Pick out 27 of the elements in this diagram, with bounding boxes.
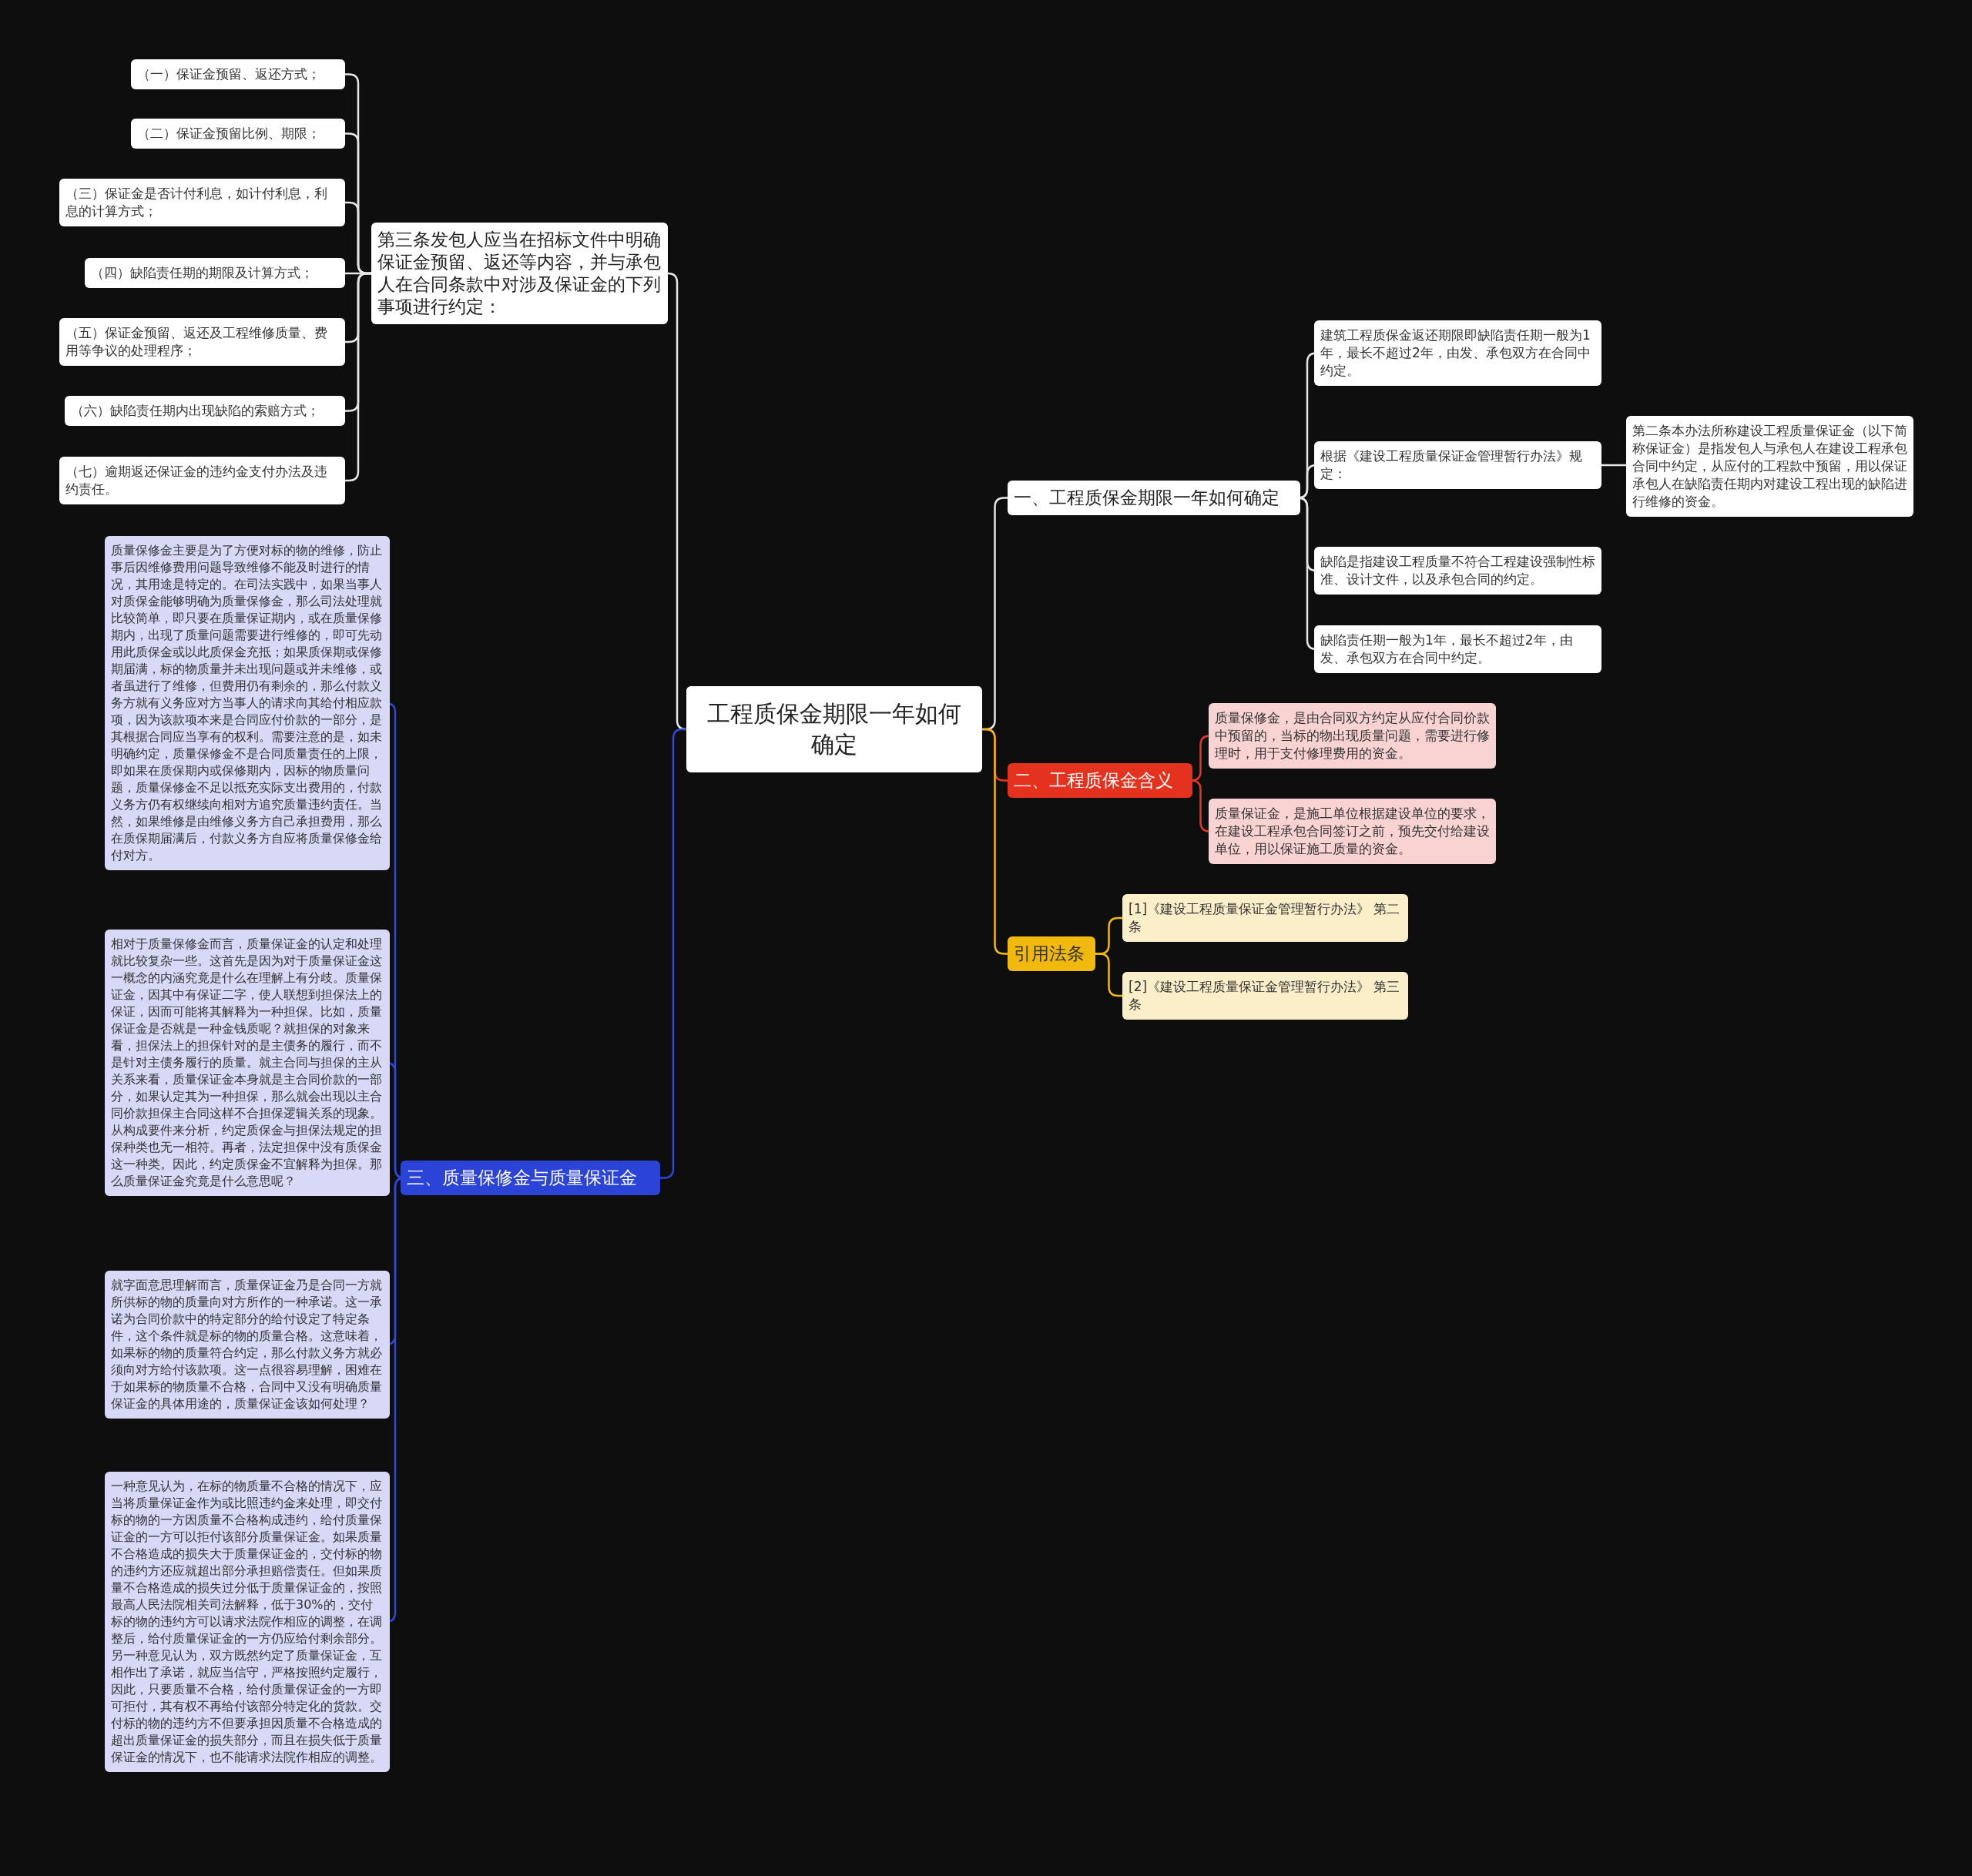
subtopic-box: （四）缺陷责任期的期限及计算方式； [85, 258, 345, 288]
subtopic-box: 缺陷是指建设工程质量不符合工程建设强制性标准、设计文件，以及承包合同的约定。 [1314, 547, 1601, 595]
subtopic-box: [2]《建设工程质量保证金管理暂行办法》 第三条 [1122, 972, 1408, 1020]
subtopic-box: （六）缺陷责任期内出现缺陷的索赔方式； [65, 396, 345, 426]
topic-box: 二、工程质保金含义 [1008, 763, 1192, 798]
subtopic-box: 相对于质量保修金而言，质量保证金的认定和处理就比较复杂一些。这首先是因为对于质量保证金这一概念的内涵究竟是什么在理解上有分歧。质量保证金，因其中有保证二字，使人联想到担保法上的保证，因而可能将其解释为一种担保。比如，质量保证金是否就是一种金钱质呢？就担保的对象来看，担保法上的担保针对的是主债务的履行，而不是针对主债务履行的质量。就主合同与担保的主从关系来看，质量保证金本身就是主合同价款的一部分，如果认定其为一种担保，那么就会出现以主合同价款担保主合同这样不合担保逻辑关系的现象。从构成要件来分析，约定质保金与担保法规定的担保种类也无一相符。再者，法定担保中没有质保金这一种类。因此，约定质保金不宜解释为担保。那么质量保证金究竟是什么意思呢？ [105, 930, 390, 1196]
subtopic-box: [1]《建设工程质量保证金管理暂行办法》 第二条 [1122, 894, 1408, 942]
topic-box: 三、质量保修金与质量保证金 [401, 1161, 660, 1195]
subtopic-box: （一）保证金预留、返还方式； [131, 59, 345, 89]
subtopic-box: 根据《建设工程质量保证金管理暂行办法》规定： [1314, 441, 1601, 489]
subtopic-box: 就字面意思理解而言，质量保证金乃是合同一方就所供标的物的质量向对方所作的一种承诺。这一承诺为合同价款中的特定部分的给付设定了特定条件，这个条件就是标的物的质量合格。这意味着，如果标的物的质量符合约定，那么付款义务方就必须向对方给付该款项。这一点很容易理解，困难在于如果标的物质量不合格，合同中又没有明确质量保证金的具体用途的，质量保证金该如何处理？ [105, 1271, 390, 1419]
topic-box: 第三条发包人应当在招标文件中明确保证金预留、返还等内容，并与承包人在合同条款中对涉及保证金的下列事项进行约定： [371, 223, 668, 324]
subtopic-box: 第二条本办法所称建设工程质量保证金（以下简称保证金）是指发包人与承包人在建设工程承包合同中约定，从应付的工程款中预留，用以保证承包人在缺陷责任期内对建设工程出现的缺陷进行维修的资金。 [1626, 416, 1913, 517]
subtopic-box: 建筑工程质保金返还期限即缺陷责任期一般为1年，最长不超过2年，由发、承包双方在合同中约定。 [1314, 320, 1601, 386]
subtopic-box: （七）逾期返还保证金的违约金支付办法及违约责任。 [59, 457, 345, 504]
subtopic-box: （五）保证金预留、返还及工程维修质量、费用等争议的处理程序； [59, 318, 345, 366]
subtopic-box: （二）保证金预留比例、期限； [131, 119, 345, 149]
subtopic-box: 一种意见认为，在标的物质量不合格的情况下，应当将质量保证金作为或比照违约金来处理，即交付标的物的一方因质量不合格构成违约，给付质量保证金的一方可以拒付该部分质量保证金。如果质量不合格造成的损失大于质量保证金的，交付标的物的违约方还应就超出部分承担赔偿责任。但如果质量不合格造成的损失过分低于质量保证金的，按照最高人民法院相关司法解释，低于30%的，交付标的物的违约方可以请求法院作相应的调整，在调整后，给付质量保证金的一方仍应给付剩余部分。另一种意见认为，双方既然约定了质量保证金，互相作出了承诺，就应当信守，严格按照约定履行，因此，只要质量不合格，给付质量保证金的一方即可拒付，其有权不再给付该部分特定化的货款。交付标的物的违约方不但要承担因质量不合格造成的超出质量保证金的损失部分，而且在损失低于质量保证金的情况下，也不能请求法院作相应的调整。 [105, 1472, 390, 1772]
subtopic-box: 缺陷责任期一般为1年，最长不超过2年，由发、承包双方在合同中约定。 [1314, 625, 1601, 673]
subtopic-box: 质量保修金，是由合同双方约定从应付合同价款中预留的，当标的物出现质量问题，需要进行修理时，用于支付修理费用的资金。 [1209, 703, 1496, 769]
subtopic-box: 质量保证金，是施工单位根据建设单位的要求，在建设工程承包合同签订之前，预先交付给建设单位，用以保证施工质量的资金。 [1209, 799, 1496, 864]
topic-box: 一、工程质保金期限一年如何确定 [1008, 481, 1300, 515]
subtopic-box: 质量保修金主要是为了方便对标的物的维修，防止事后因维修费用问题导致维修不能及时进行的情况，其用途是特定的。在司法实践中，如果当事人对质保金能够明确为质量保修金，那么司法处理就比较简单，即只要在质量保证期内，或在质量保修期内，出现了质量问题需要进行维修的，即可先动用此质保金或以此质保金充抵；如果质保期或保修期届满，标的物质量并未出现问题或并未维修，或者虽进行了维修，但费用仍有剩余的，那么付款义务方就有义务应对方当事人的请求向其给付相应款项，因为该款项本来是合同应付价款的一部分，是其根据合同应当享有的权利。需要注意的是，如未明确约定，质量保修金不是合同质量责任的上限，即如果在质保期内或保修期内，因标的物质量问题，质量保修金不足以抵充实际支出费用的，付款义务方仍有权继续向相对方追究质量违约责任。当然，如果维修是由维修义务方自己承担费用，那么在质保期届满后，付款义务方自应将质量保修金给付对方。 [105, 536, 390, 870]
subtopic-box: （三）保证金是否计付利息，如计付利息，利息的计算方式； [59, 179, 345, 226]
connector-line [1601, 464, 1626, 467]
central-topic: 工程质保金期限一年如何确定 [686, 686, 982, 772]
topic-box: 引用法条 [1008, 936, 1095, 971]
